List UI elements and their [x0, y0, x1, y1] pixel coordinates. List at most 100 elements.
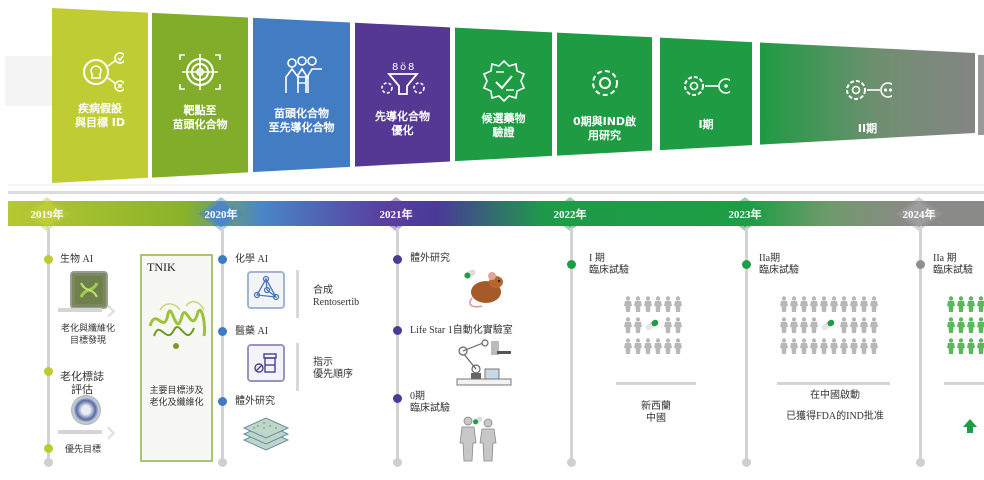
milestone-dot	[44, 255, 53, 264]
year-diamond-icon	[24, 197, 70, 231]
phase2a-2024-title: IIa 期 臨床試驗	[933, 253, 973, 276]
stem-end-dot	[44, 458, 53, 467]
stem-end-dot	[916, 458, 925, 467]
year-marker: 2024年	[884, 197, 954, 231]
divider	[777, 382, 890, 385]
funnel-stage-8	[760, 42, 975, 145]
stem-end-dot	[218, 458, 227, 467]
milestone-dot	[44, 367, 53, 376]
dna-icon	[70, 271, 108, 309]
year-label: 2020年	[204, 209, 238, 221]
protein-structure-icon	[148, 300, 206, 349]
gear-icon	[581, 61, 629, 112]
chevron-right-icon: ›	[105, 293, 117, 328]
milestone-dot	[218, 327, 227, 336]
phase1-trial-title: I 期 臨床試驗	[589, 253, 629, 276]
aging-hallmark-wheel-icon	[71, 395, 101, 425]
milestone-dot	[742, 260, 751, 269]
year-marker: 2021年	[361, 197, 431, 231]
timeline-stem-2019	[47, 228, 50, 462]
funnel-stage-label: 疾病假設與目標 ID	[74, 101, 126, 129]
item-chemistry-ai: 化學 AI	[235, 254, 269, 265]
timeline-stem-2020	[221, 228, 224, 462]
funnel-stage-label: 苗頭化合物至先導化合物	[268, 107, 335, 134]
tnik-caption: 主要目標涉及 老化及纖維化	[149, 385, 204, 407]
year-label: 2023年	[728, 209, 762, 221]
phase2a-trial-title: IIa期 臨床試驗	[759, 253, 799, 276]
item-priority-target: 優先目標	[65, 444, 102, 454]
robotic-arm-lab-icon	[456, 339, 512, 386]
funnel-stage-label: 候選藥物驗證	[481, 112, 526, 140]
medicine-bottle-icon	[247, 344, 285, 382]
funnel-stage-label: 0期與IND啟用研究	[572, 114, 637, 142]
item-medicine-ai: 醫藥 AI	[235, 326, 269, 337]
year-diamond-icon	[373, 197, 419, 231]
molecule-icon	[247, 271, 285, 309]
team-presentation-icon	[278, 53, 326, 104]
divider	[616, 382, 696, 385]
timeline-bar	[8, 201, 984, 226]
funnel-stage-label: I期	[698, 117, 714, 131]
chevron-right-icon: ›	[105, 415, 117, 450]
well-plates-stack-icon	[242, 417, 290, 451]
svg-text:8: 8	[392, 62, 398, 73]
year-marker: 2022年	[535, 197, 605, 231]
stem-end-dot	[393, 458, 402, 467]
year-label: 2024年	[902, 209, 936, 221]
year-diamond-icon	[198, 197, 244, 231]
item-phase0-trial: 0期 臨床試驗	[410, 391, 450, 414]
phase1-locations: 新西蘭 中國	[641, 401, 671, 424]
timeline-stem-2022	[570, 228, 573, 462]
funnel-stage-1	[52, 8, 148, 183]
fda-ind-approval-note: 已獲得FDA的IND批准	[786, 411, 884, 422]
milestone-dot	[218, 255, 227, 264]
synthesis-rentosertib-note: 合成 Rentosertib	[313, 285, 360, 308]
funnel-stage-3	[253, 17, 350, 173]
milestone-dot	[393, 394, 402, 403]
gear-link-single-dot-icon	[682, 64, 734, 115]
year-diamond-icon	[896, 197, 942, 231]
lightbulb-network-icon	[76, 48, 126, 99]
funnel-stage-label: II期	[857, 121, 878, 135]
funnel-stage-label: 先導化合物優化	[375, 109, 430, 137]
item-life-star-lab: Life Star 1自動化實驗室	[410, 325, 513, 336]
year-diamond-icon	[722, 197, 768, 231]
stem-end-dot	[567, 458, 576, 467]
milestone-dot	[44, 444, 53, 453]
milestone-dot	[393, 326, 402, 335]
year-diamond-icon	[547, 197, 593, 231]
milestone-dot	[218, 397, 227, 406]
timeline-stem-2023	[745, 228, 748, 462]
patient-cohort-icon	[624, 296, 696, 360]
patient-cohort-green-icon	[947, 296, 984, 360]
tnik-title: TNIK	[147, 260, 176, 274]
funnel-stage-label: 靶點至苗頭化合物	[172, 104, 228, 132]
development-stage-funnel	[5, 8, 984, 186]
divider	[296, 343, 299, 391]
arrow-up-icon	[963, 419, 977, 433]
item-bio-ai: 生物 AI	[60, 254, 94, 265]
aging-fibrosis-target-caption: 老化與纖維化 目標發現	[60, 323, 115, 345]
mouse-icon	[464, 269, 503, 308]
patient-cohort-icon	[780, 296, 884, 360]
divider	[944, 382, 984, 385]
timeline-stem-2021	[396, 228, 399, 462]
funnel-stage-7	[660, 37, 752, 151]
timeline-stem-2024	[919, 228, 922, 462]
funnel-backdrop	[5, 56, 55, 106]
divider	[58, 430, 102, 434]
svg-text:8: 8	[408, 62, 414, 73]
svg-text:ö: ö	[400, 62, 406, 73]
funnel-stage-5	[455, 27, 552, 162]
year-marker: 2020年	[186, 197, 256, 231]
timeline-top-rule	[8, 191, 984, 194]
divider	[296, 270, 299, 318]
item-in-vitro-2021: 體外研究	[410, 253, 450, 264]
year-marker: 2019年	[12, 197, 82, 231]
gear-link-double-dot-icon	[844, 68, 896, 119]
funnel-next-stage-edge	[978, 55, 984, 135]
priority-indication-note: 指示 優先順序	[313, 357, 353, 380]
phase2a-china-launch: 在中國啟動	[810, 390, 860, 401]
funnel-stage-4	[355, 22, 450, 167]
year-label: 2019年	[30, 209, 64, 221]
